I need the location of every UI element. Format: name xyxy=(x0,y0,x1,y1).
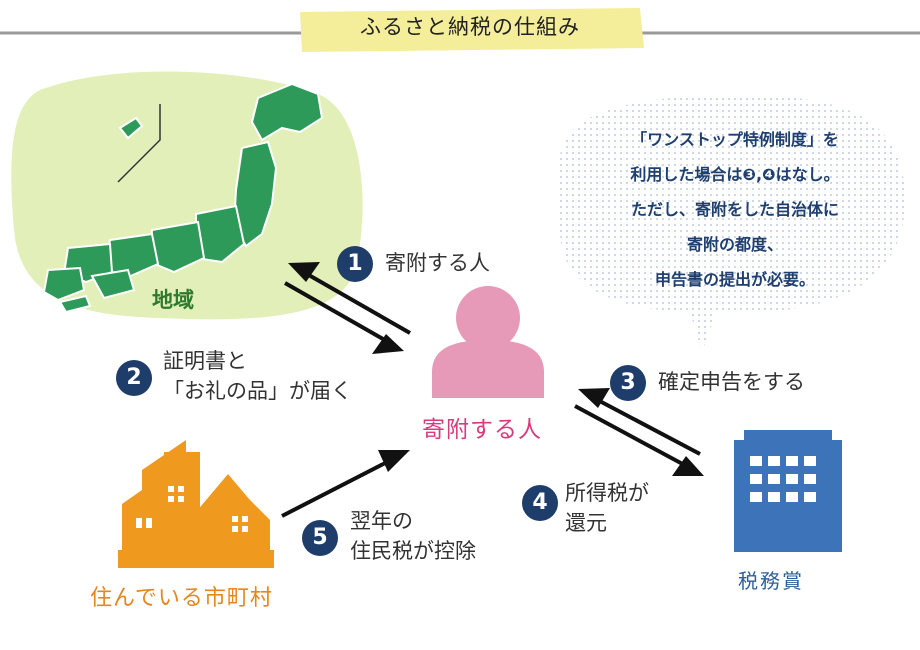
step-5-number: 5 xyxy=(312,525,328,550)
arrow-head-4 xyxy=(578,388,610,408)
bubble-line-2: 利用した場合は❸,❹はなし。 xyxy=(630,165,840,184)
okinawa-inset-line xyxy=(117,104,161,183)
bubble-line-3: ただし、寄附をした自治体に xyxy=(630,200,839,219)
step-3-text: 確定申告をする xyxy=(658,370,805,394)
person-icon xyxy=(432,286,544,398)
arrow-head-3 xyxy=(672,456,704,476)
municipality-label: 住んでいる市町村 xyxy=(90,586,273,611)
bubble-line-4: 寄附の都度、 xyxy=(686,235,783,254)
arrow-city-to-donor xyxy=(281,456,396,518)
step-3-number: 3 xyxy=(620,370,636,395)
arrow-donation-to-region xyxy=(299,268,411,335)
japan-map-icon xyxy=(42,82,324,314)
arrow-head-1 xyxy=(288,262,320,282)
step-2-text-line1: 証明書と xyxy=(163,349,247,373)
step-badges xyxy=(116,246,646,556)
tax-office-label: 税務賞 xyxy=(738,569,804,593)
city-windows xyxy=(136,486,248,532)
bubble-text: 「ワンストップ特例制度」を 利用した場合は❸,❹はなし。 ただし、寄附をした自治… xyxy=(585,122,885,297)
arrow-head-5 xyxy=(378,450,410,472)
arrow-tax-to-donor xyxy=(591,395,701,456)
step-4-text-line1: 所得税が xyxy=(565,481,649,505)
region-label: 地域 xyxy=(152,288,194,312)
step-4-number: 4 xyxy=(532,490,548,515)
city-icon xyxy=(118,440,274,568)
title-banner xyxy=(300,8,644,52)
step-1-text: 寄附する人 xyxy=(385,251,490,275)
arrow-head-2 xyxy=(372,334,404,354)
step-5-text-line1: 翌年の xyxy=(350,509,413,533)
step-5-text-line2: 住民税が控除 xyxy=(350,539,476,563)
bubble-line-1: 「ワンストップ特例制度」を xyxy=(631,130,839,149)
arrow-region-to-donor xyxy=(284,281,391,345)
step-2-text-line2: 「お礼の品」が届く xyxy=(163,379,352,403)
donor-label: 寄附する人 xyxy=(422,417,542,443)
arrow-donor-to-tax xyxy=(574,404,691,470)
step-4-text-line2: 還元 xyxy=(565,511,607,535)
office-building-icon xyxy=(734,430,842,552)
info-bubble xyxy=(560,95,905,352)
step-2-number: 2 xyxy=(126,365,142,390)
step-1-number: 1 xyxy=(347,251,363,276)
bubble-line-5: 申告書の提出が必要。 xyxy=(654,270,815,289)
diagram-title: ふるさと納税の仕組み xyxy=(360,15,580,39)
